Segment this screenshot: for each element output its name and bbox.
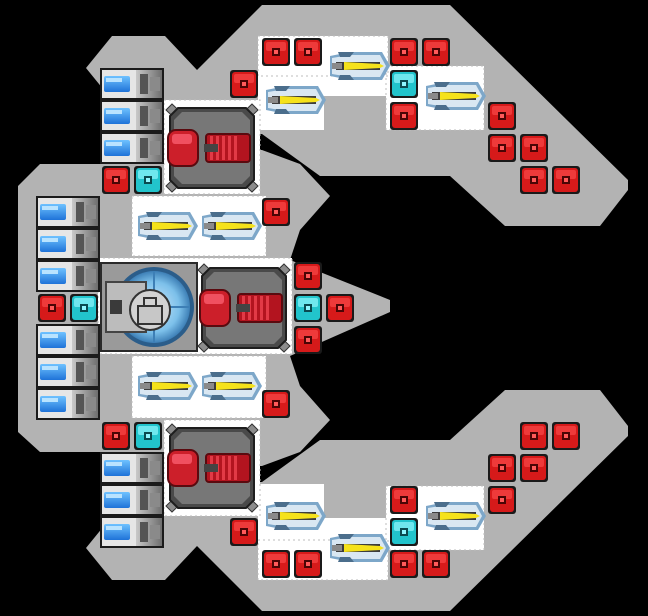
red-armor-block-icon[interactable]	[262, 550, 290, 578]
cyan-power-node-icon[interactable]	[390, 70, 418, 98]
red-armor-block-icon[interactable]	[552, 166, 580, 194]
yellow-cannon-icon[interactable]	[266, 86, 326, 114]
red-armor-block-icon[interactable]	[262, 390, 290, 418]
red-armor-block-icon[interactable]	[294, 38, 322, 66]
red-armor-block-icon[interactable]	[262, 38, 290, 66]
red-armor-block-icon[interactable]	[520, 422, 548, 450]
blue-thruster-icon[interactable]	[36, 228, 100, 260]
red-armor-block-icon[interactable]	[102, 166, 130, 194]
thruster-column	[36, 68, 164, 548]
red-armor-block-icon[interactable]	[520, 454, 548, 482]
cannon-row	[138, 52, 486, 562]
red-armor-block-icon[interactable]	[294, 262, 322, 290]
blue-thruster-icon[interactable]	[100, 484, 164, 516]
red-armor-block-icon[interactable]	[422, 38, 450, 66]
red-armor-block-icon[interactable]	[390, 550, 418, 578]
red-armor-block-icon[interactable]	[488, 454, 516, 482]
cyan-power-node-icon[interactable]	[134, 166, 162, 194]
blue-thruster-icon[interactable]	[36, 388, 100, 420]
red-armor-block-icon[interactable]	[326, 294, 354, 322]
red-armor-block-icon[interactable]	[552, 422, 580, 450]
red-armor-block-icon[interactable]	[390, 486, 418, 514]
red-armor-block-icon[interactable]	[102, 422, 130, 450]
blue-thruster-icon[interactable]	[36, 260, 100, 292]
reactor-modules	[165, 103, 291, 513]
ship-hull	[18, 5, 628, 611]
yellow-cannon-icon[interactable]	[330, 534, 390, 562]
red-armor-block-icon[interactable]	[390, 38, 418, 66]
blue-thruster-icon[interactable]	[36, 324, 100, 356]
red-armor-block-icon[interactable]	[230, 518, 258, 546]
red-armor-block-icon[interactable]	[390, 102, 418, 130]
yellow-cannon-icon[interactable]	[330, 52, 390, 80]
red-armor-block-icon[interactable]	[294, 550, 322, 578]
red-armor-block-icon[interactable]	[422, 550, 450, 578]
yellow-cannon-icon[interactable]	[202, 212, 262, 240]
red-armor-block-icon[interactable]	[230, 70, 258, 98]
yellow-cannon-icon[interactable]	[138, 212, 198, 240]
red-armor-block-icon[interactable]	[520, 134, 548, 162]
red-armor-block-icon[interactable]	[262, 198, 290, 226]
blue-thruster-icon[interactable]	[36, 356, 100, 388]
red-armor-block-icon[interactable]	[38, 294, 66, 322]
blue-thruster-icon[interactable]	[100, 452, 164, 484]
yellow-cannon-icon[interactable]	[266, 502, 326, 530]
cyan-power-node-icon[interactable]	[70, 294, 98, 322]
red-armor-block-icon[interactable]	[488, 102, 516, 130]
red-reactor-icon[interactable]	[165, 103, 259, 193]
blue-thruster-icon[interactable]	[100, 132, 164, 164]
red-reactor-icon[interactable]	[165, 423, 259, 513]
cyan-power-node-icon[interactable]	[390, 518, 418, 546]
yellow-cannon-icon[interactable]	[426, 502, 486, 530]
armor-blocks	[38, 38, 580, 578]
red-armor-block-icon[interactable]	[488, 134, 516, 162]
yellow-cannon-icon[interactable]	[426, 82, 486, 110]
blue-thruster-icon[interactable]	[36, 196, 100, 228]
yellow-cannon-icon[interactable]	[138, 372, 198, 400]
cyan-power-node-icon[interactable]	[134, 422, 162, 450]
command-core	[100, 262, 198, 352]
blue-thruster-icon[interactable]	[100, 68, 164, 100]
red-armor-block-icon[interactable]	[294, 326, 322, 354]
red-armor-block-icon[interactable]	[488, 486, 516, 514]
red-reactor-icon[interactable]	[197, 263, 291, 353]
blue-thruster-icon[interactable]	[100, 100, 164, 132]
blue-thruster-icon[interactable]	[100, 516, 164, 548]
yellow-cannon-icon[interactable]	[202, 372, 262, 400]
red-armor-block-icon[interactable]	[520, 166, 548, 194]
command-core-dome-icon[interactable]	[100, 262, 198, 352]
cyan-power-node-icon[interactable]	[294, 294, 322, 322]
